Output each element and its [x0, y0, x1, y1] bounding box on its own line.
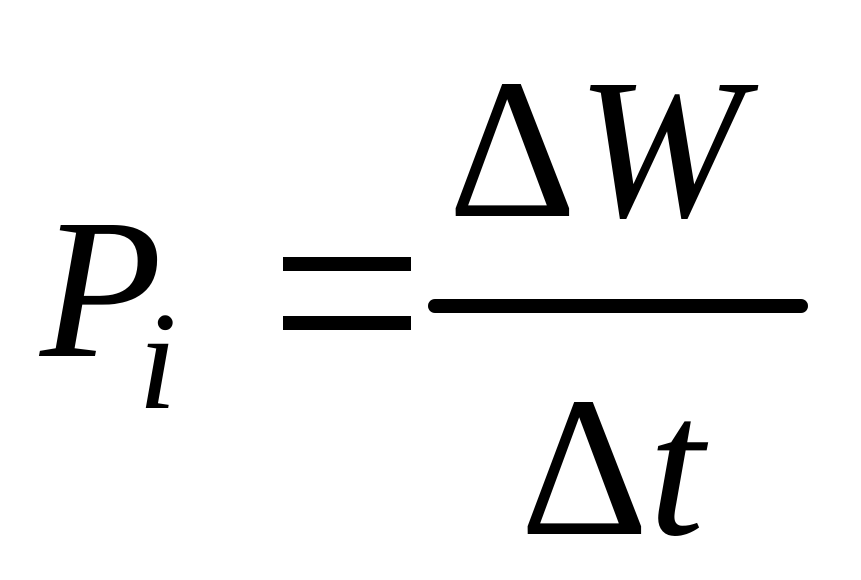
numerator-delta: Δ [448, 39, 577, 260]
fraction-bar [428, 299, 808, 313]
numerator-variable: W [576, 39, 744, 260]
denominator-delta: Δ [520, 357, 649, 578]
lhs-subscript: i [138, 284, 177, 439]
fraction-numerator: ΔW [448, 50, 743, 250]
denominator-variable: t [648, 357, 705, 578]
equals-bottom-bar [283, 316, 411, 330]
fraction-denominator: Δt [520, 368, 704, 568]
lhs-symbol: P [40, 179, 163, 400]
equals-top-bar [283, 257, 411, 271]
